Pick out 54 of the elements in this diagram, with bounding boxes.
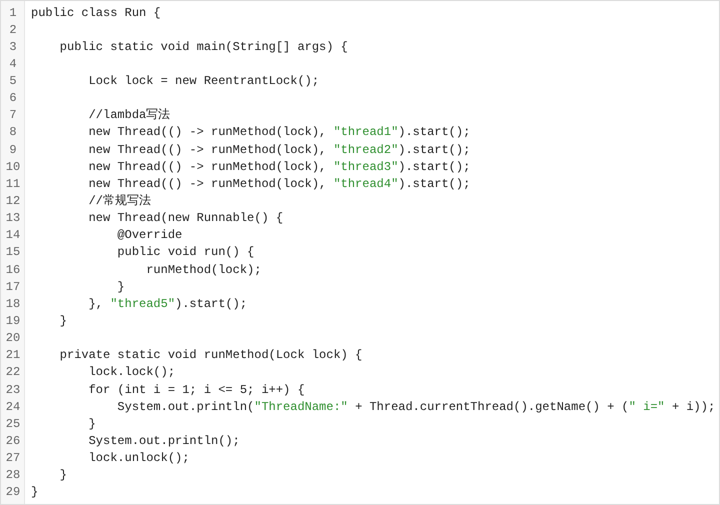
line-number: 11 xyxy=(4,176,22,193)
line-number: 13 xyxy=(4,210,22,228)
line-number: 22 xyxy=(4,364,22,382)
code-line: } xyxy=(88,416,96,433)
code-line: @Override xyxy=(116,227,182,244)
code-line: lock.unlock(); xyxy=(88,450,190,468)
code-line: new Thread(() -> runMethod(lock), "thread2").start(); xyxy=(88,142,470,159)
code-line: new Thread(new Runnable() { xyxy=(88,210,284,228)
line-number: 7 xyxy=(8,107,18,124)
line-number: 29 xyxy=(4,484,22,502)
code-line: } xyxy=(116,278,125,296)
code-line: public class Run { xyxy=(31,4,161,22)
code-line: runMethod(lock); xyxy=(145,262,262,279)
line-number: 4 xyxy=(8,56,18,73)
line-number: 23 xyxy=(4,382,22,399)
line-number: 21 xyxy=(4,347,22,364)
line-number: 15 xyxy=(4,244,22,262)
code-line: } xyxy=(58,467,68,484)
line-number: 20 xyxy=(4,330,22,348)
code-line: public static void main(String[] args) { xyxy=(58,38,348,56)
code-line: }, "thread5").start(); xyxy=(88,296,248,313)
code-line: System.out.println("ThreadName:" + Thread.currentThread().getName() + (" i=" + i)); xyxy=(116,398,716,416)
line-number: 25 xyxy=(4,416,22,433)
line-number: 8 xyxy=(8,124,18,142)
line-number: 26 xyxy=(4,433,22,450)
code-line: for (int i = 1; i <= 5; i++) { xyxy=(88,382,305,399)
line-number: 17 xyxy=(4,278,22,296)
line-number: 16 xyxy=(4,262,22,279)
code-line: lock.lock(); xyxy=(88,364,176,382)
code-line: private static void runMethod(Lock lock) { xyxy=(58,347,362,364)
code-line: } xyxy=(31,484,38,502)
line-number: 1 xyxy=(8,4,18,22)
line-number: 3 xyxy=(8,38,18,56)
line-number: 5 xyxy=(8,73,18,90)
code-line: Lock lock = new ReentrantLock(); xyxy=(88,73,320,90)
code-line: new Thread(() -> runMethod(lock), "thread4").start(); xyxy=(88,176,470,193)
line-number: 27 xyxy=(4,450,22,468)
code-line: public void run() { xyxy=(116,244,254,262)
code-line: new Thread(() -> runMethod(lock), "thread3").start(); xyxy=(88,158,470,176)
line-number: 14 xyxy=(4,227,22,244)
line-number: 28 xyxy=(4,467,22,484)
code-line: System.out.println(); xyxy=(88,433,240,450)
line-number: 18 xyxy=(4,296,22,313)
line-number: 12 xyxy=(4,193,22,210)
line-number: 19 xyxy=(4,313,22,330)
line-number: 24 xyxy=(4,398,22,416)
code-line: //lambda写法 xyxy=(88,107,170,124)
line-number: 9 xyxy=(8,142,18,159)
line-number: 2 xyxy=(8,22,18,39)
code-line: new Thread(() -> runMethod(lock), "thread1").start(); xyxy=(88,124,470,142)
line-number: 6 xyxy=(8,90,18,108)
code-line: //常规写法 xyxy=(88,193,152,210)
line-number: 10 xyxy=(4,158,22,176)
code-line: } xyxy=(58,313,68,330)
